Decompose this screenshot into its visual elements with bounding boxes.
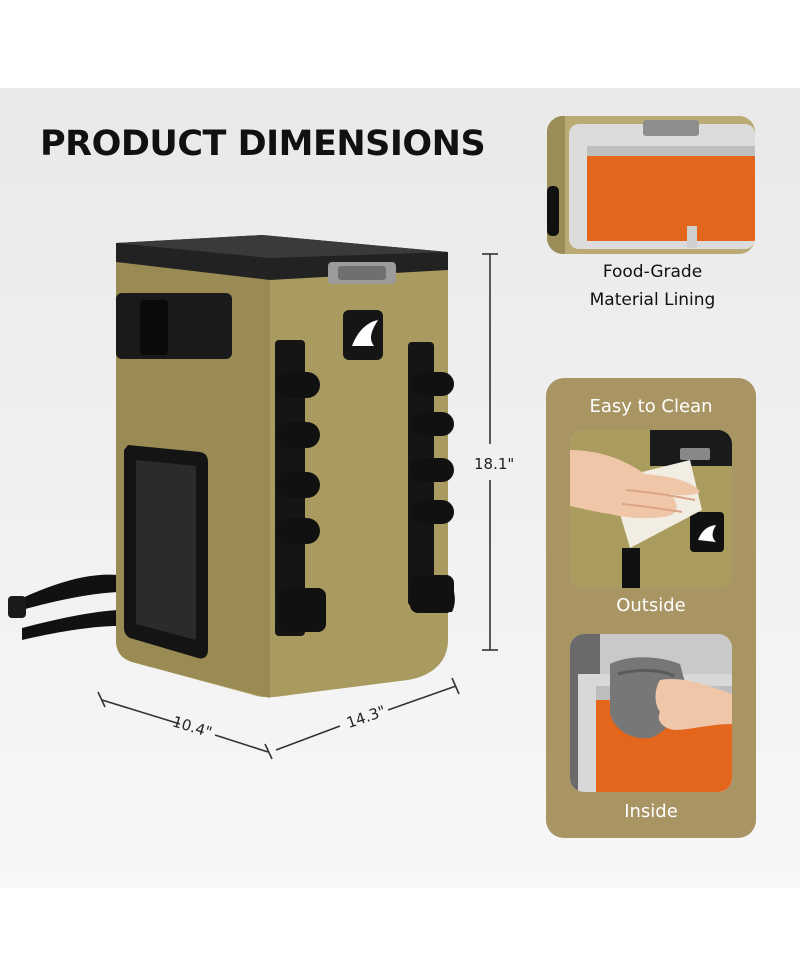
food-grade-lining-image: [547, 116, 755, 254]
outside-label: Outside: [616, 595, 686, 616]
easy-to-clean-card: Easy to Clean Outside Inside: [546, 378, 756, 838]
outside-cleaning-image: [570, 430, 732, 588]
food-grade-label-line2: Material Lining: [589, 290, 716, 310]
inside-cleaning-image: [570, 634, 732, 792]
food-grade-label-line1: Food-Grade: [602, 262, 703, 282]
page-title: PRODUCT DIMENSIONS: [40, 124, 486, 164]
easy-to-clean-title: Easy to Clean: [589, 396, 713, 417]
height-dimension-label: 18.1": [474, 455, 515, 473]
inside-label: Inside: [624, 801, 678, 822]
